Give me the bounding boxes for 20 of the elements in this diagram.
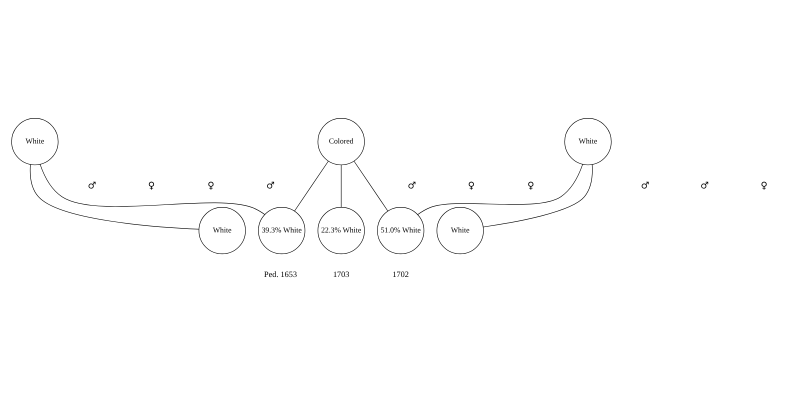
connector <box>340 164 342 208</box>
label: ♂ <box>88 180 96 191</box>
label: ♀ <box>760 180 768 191</box>
connector <box>417 164 583 214</box>
node-label: 1703 <box>332 270 350 279</box>
connector <box>40 164 266 214</box>
connector <box>354 160 388 211</box>
connector <box>483 164 593 227</box>
label: ♀ <box>208 180 214 191</box>
label: ♂ <box>266 180 275 191</box>
label: ♀ <box>468 180 475 191</box>
label: ♂ <box>640 180 650 191</box>
connector <box>30 164 200 229</box>
node-label: 1702 <box>392 270 409 279</box>
label: ♂ <box>700 180 709 191</box>
label: ♀ <box>148 180 155 191</box>
label: ♂ <box>408 180 416 191</box>
label: ♀ <box>527 180 534 191</box>
node-label: Ped. 1653 <box>264 270 297 279</box>
connector <box>294 160 329 211</box>
